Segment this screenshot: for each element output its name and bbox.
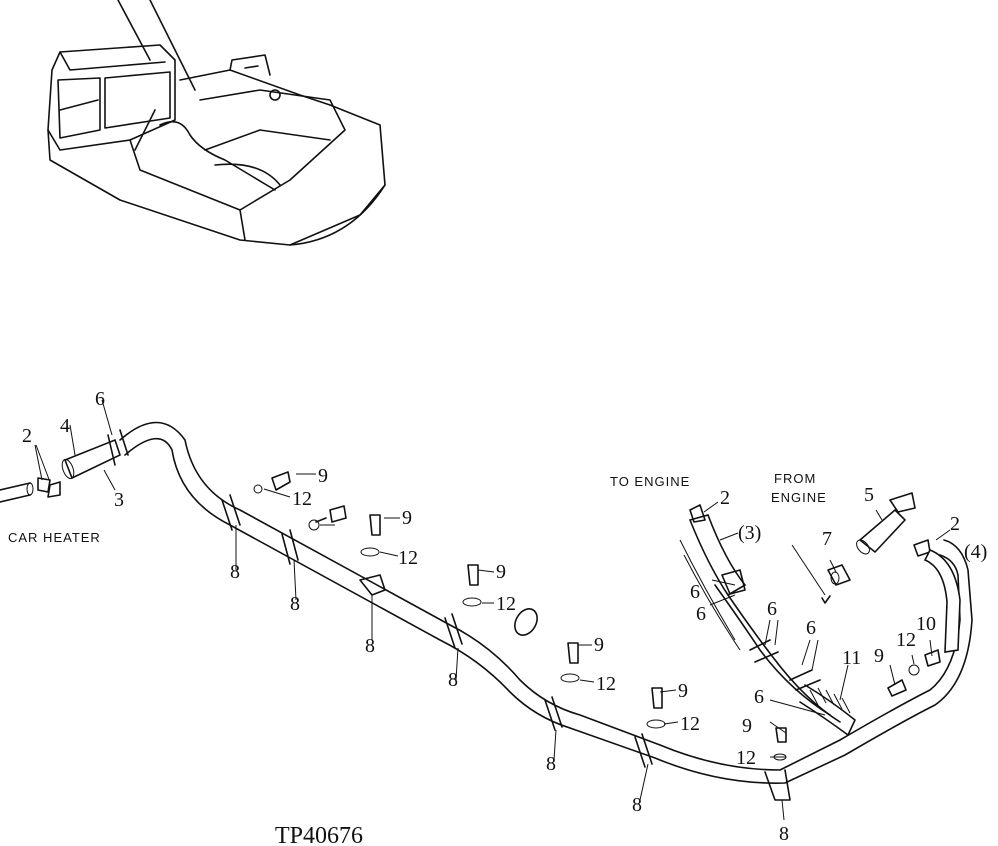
figure-code: TP40676 (275, 823, 363, 846)
callout-8: 8 (448, 669, 458, 691)
from-engine-label-line2: ENGINE (771, 490, 827, 505)
callout-12: 12 (896, 629, 916, 651)
callout-9: 9 (874, 645, 884, 667)
callout-6: 6 (690, 581, 700, 603)
callout-8: 8 (230, 561, 240, 583)
callout-12: 12 (398, 547, 418, 569)
callout-3: 3 (114, 489, 124, 511)
callout-6: 6 (696, 603, 706, 625)
callout-11: 11 (842, 647, 861, 669)
callout-6: 6 (95, 388, 105, 410)
callout-12: 12 (596, 673, 616, 695)
heater-pipe-assembly (0, 399, 973, 821)
from-engine-label-line1: FROM (774, 471, 816, 486)
callout-6: 6 (806, 617, 816, 639)
callout-12: 12 (736, 747, 756, 769)
callout-10: 10 (916, 613, 936, 635)
callout-9: 9 (678, 680, 688, 702)
callout-9: 9 (496, 561, 506, 583)
callout-4: 4 (60, 415, 70, 437)
callout-2: 2 (950, 513, 960, 535)
excavator-locator-illustration (47, 0, 386, 246)
to-engine-label: TO ENGINE (610, 474, 690, 489)
car-heater-label: CAR HEATER (8, 530, 101, 545)
callout-12: 12 (496, 593, 516, 615)
callout-8: 8 (632, 794, 642, 816)
callout-2: 2 (22, 425, 32, 447)
callout-12: 12 (292, 488, 312, 510)
callout-5: 5 (864, 484, 874, 506)
callout-7: 7 (822, 528, 832, 550)
callout-12: 12 (680, 713, 700, 735)
callout-9: 9 (402, 507, 412, 529)
callout-4-ref: (4) (964, 541, 987, 563)
callout-8: 8 (546, 753, 556, 775)
callout-3-ref: (3) (738, 522, 761, 544)
callout-9: 9 (318, 465, 328, 487)
callout-6: 6 (767, 598, 777, 620)
callout-8: 8 (779, 823, 789, 845)
callout-9: 9 (594, 634, 604, 656)
callout-8: 8 (365, 635, 375, 657)
callout-9: 9 (742, 715, 752, 737)
callout-6: 6 (754, 686, 764, 708)
callout-2: 2 (720, 487, 730, 509)
callout-numbers: 2 4 6 3 9 12 9 12 9 12 9 12 9 12 9 12 8 … (22, 388, 987, 845)
callout-8: 8 (290, 593, 300, 615)
